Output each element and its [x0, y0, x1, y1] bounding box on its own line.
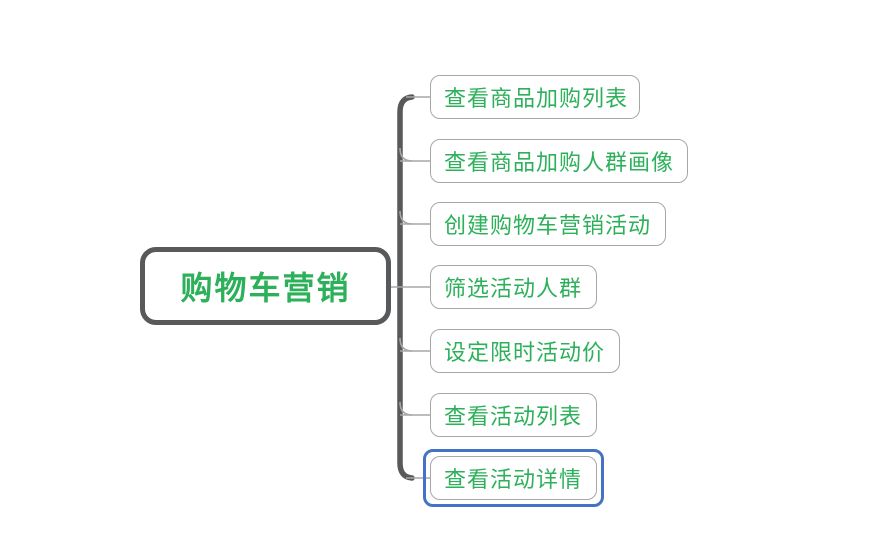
branch-fillet-3 — [399, 210, 413, 225]
child-topic-node-3[interactable]: 创建购物车营销活动 — [430, 202, 666, 246]
root-topic-label: 购物车营销 — [180, 270, 351, 306]
topic-label: 筛选活动人群 — [444, 276, 583, 301]
root-topic-node[interactable]: 购物车营销 — [140, 247, 391, 325]
branch-fillet-2 — [399, 147, 413, 162]
child-topic-node-7[interactable]: 查看活动详情 — [430, 456, 597, 500]
branch-fillet-6 — [399, 401, 413, 416]
child-topic-node-1[interactable]: 查看商品加购列表 — [430, 75, 640, 119]
branch-fillet-5 — [399, 337, 413, 352]
topic-label: 查看商品加购人群画像 — [444, 150, 675, 175]
topic-label: 查看商品加购列表 — [444, 86, 629, 111]
child-topic-node-2[interactable]: 查看商品加购人群画像 — [430, 139, 688, 183]
child-topic-node-5[interactable]: 设定限时活动价 — [430, 329, 620, 373]
topic-label: 查看活动详情 — [444, 467, 583, 492]
topic-label: 查看活动列表 — [444, 404, 583, 429]
topic-label: 设定限时活动价 — [444, 340, 606, 365]
child-topic-node-4[interactable]: 筛选活动人群 — [430, 265, 597, 309]
child-topic-node-6[interactable]: 查看活动列表 — [430, 393, 597, 437]
topic-label: 创建购物车营销活动 — [444, 213, 652, 238]
